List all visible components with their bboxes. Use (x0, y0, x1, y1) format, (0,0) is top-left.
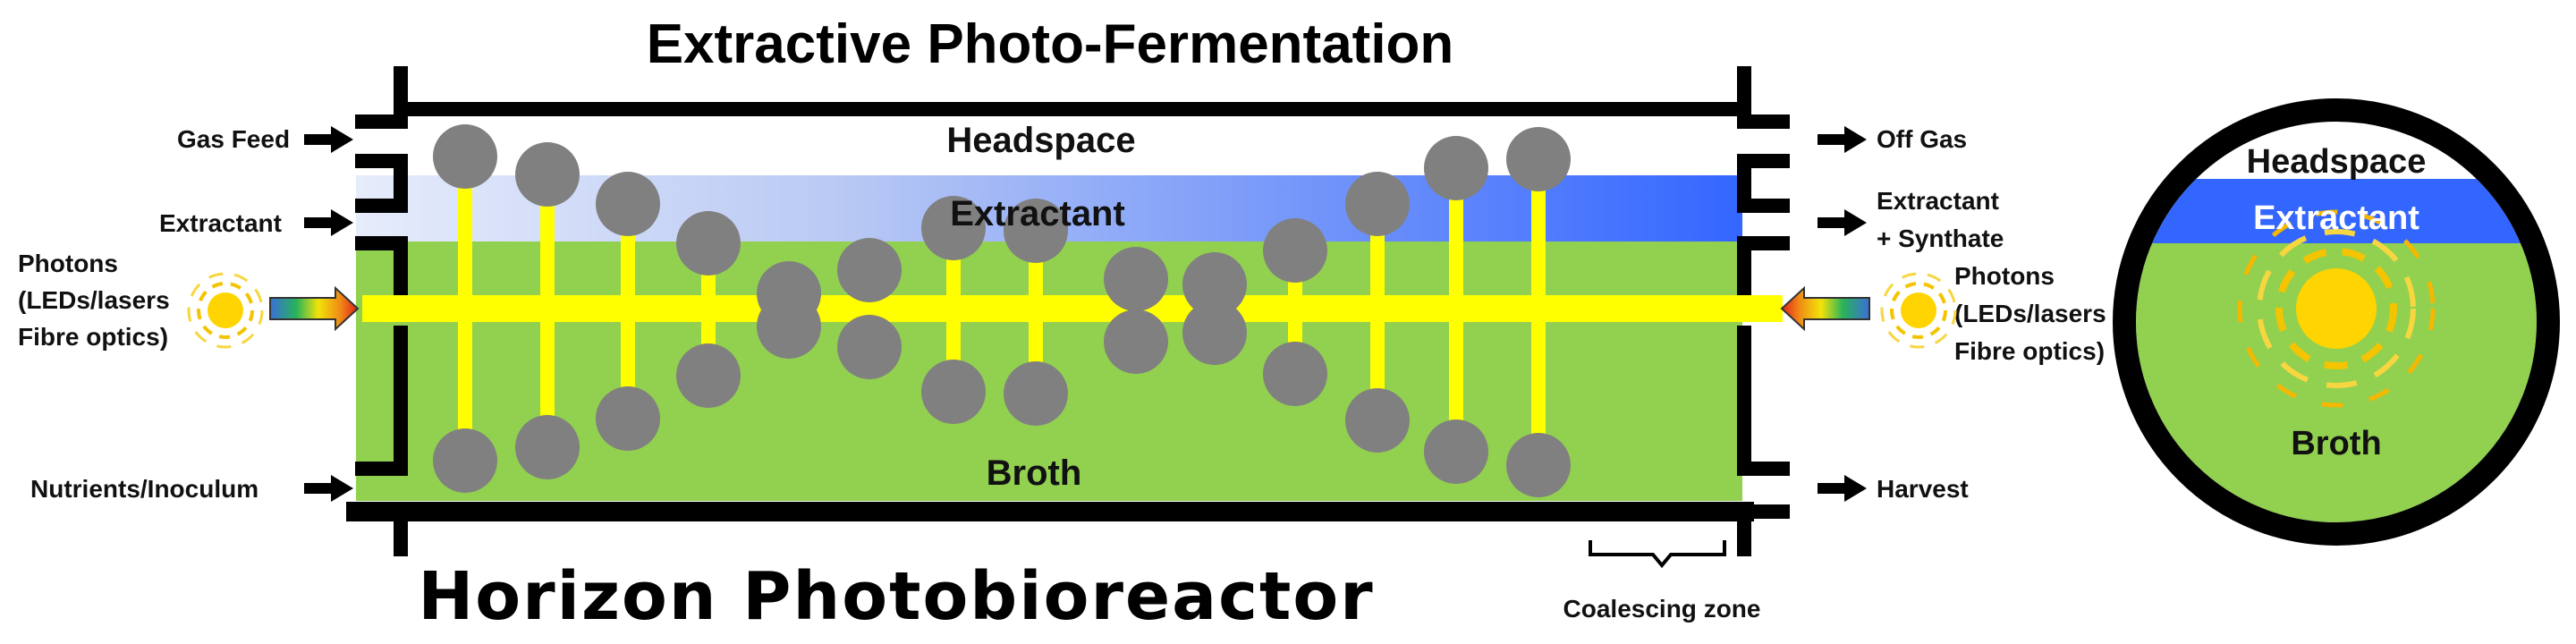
disc (676, 343, 741, 408)
extractant-label: Extractant (950, 194, 1125, 233)
input-arrows (304, 126, 353, 502)
coalescing-zone-label: Coalescing zone (1563, 595, 1761, 623)
photon-arrow-right (1780, 285, 1870, 332)
cross-section: Headspace Extractant Broth (2113, 98, 2560, 546)
disc (1182, 301, 1247, 365)
off-gas-label: Off Gas (1877, 125, 1967, 153)
disc (1263, 342, 1327, 406)
right-wall-mid2 (1737, 236, 1790, 302)
gas-feed-arrow (304, 126, 353, 153)
harvest-arrow (1818, 475, 1867, 502)
top-wall (394, 66, 1751, 116)
disc (1263, 218, 1327, 283)
off-gas-arrow (1818, 126, 1867, 153)
disc (921, 360, 986, 424)
disc (1182, 252, 1247, 317)
disc (596, 172, 660, 236)
sun-icon (2237, 209, 2436, 408)
sun-icon (1880, 272, 1957, 349)
disc (1424, 419, 1488, 484)
nutrients-arrow (304, 475, 353, 502)
vertical-light-rod (1029, 231, 1043, 394)
cross-section-extractant-label: Extractant (2253, 199, 2419, 237)
vertical-light-rod (946, 228, 961, 392)
disc (1004, 361, 1068, 426)
sun-icon (187, 272, 264, 349)
light-rod (362, 295, 1783, 322)
photons-right-line3: Fibre optics) (1954, 337, 2105, 365)
cross-section-headspace-label: Headspace (2247, 143, 2427, 181)
photons-right-line2: (LEDs/lasers (1954, 300, 2106, 327)
disc (921, 196, 986, 260)
disc (1506, 127, 1571, 191)
extractant-output-line1: Extractant (1877, 187, 1999, 215)
cross-section-broth-label: Broth (2291, 425, 2381, 462)
disc (1104, 309, 1168, 374)
disc (433, 124, 497, 189)
disc (757, 294, 821, 359)
diagram-subtitle: Horizon Photobioreactor (418, 558, 1374, 635)
left-wall-foot (355, 504, 408, 556)
right-wall-upper (1737, 102, 1790, 129)
nutrients-label: Nutrients/Inoculum (30, 475, 258, 503)
disc (1004, 199, 1068, 263)
headspace-label: Headspace (946, 121, 1135, 160)
reactor-walls (346, 66, 1790, 556)
disc (837, 238, 902, 302)
left-wall-mid2 (355, 236, 408, 302)
gas-feed-label: Gas Feed (177, 125, 290, 153)
vertical-light-rod (1449, 168, 1463, 452)
disc (515, 142, 580, 207)
disc-array (433, 124, 1571, 497)
extractant-output-line2: + Synthate (1877, 225, 2004, 252)
vertical-light-rod (1370, 204, 1385, 420)
disc (1104, 247, 1168, 311)
disc (433, 428, 497, 493)
extractant-output-arrow (1818, 209, 1867, 236)
disc (837, 315, 902, 379)
left-wall-lower (355, 326, 408, 476)
photons-left-line3: Fibre optics) (18, 323, 168, 351)
left-wall-mid1 (355, 154, 408, 213)
harvest-label: Harvest (1877, 475, 1969, 503)
vertical-light-rod (458, 157, 472, 461)
diagram-title: Extractive Photo-Fermentation (647, 13, 1454, 75)
vertical-light-rod (540, 174, 555, 447)
extractant-input-label: Extractant (159, 209, 282, 237)
output-arrows (1818, 126, 1867, 502)
right-wall-lower (1737, 326, 1790, 476)
coalescing-zone-brace (1589, 540, 1726, 569)
disc (515, 415, 580, 479)
vertical-light-rod (621, 204, 635, 419)
photons-left-line1: Photons (18, 250, 118, 277)
right-wall-foot (1737, 504, 1790, 556)
vertical-light-rod (1531, 159, 1546, 465)
right-wall-mid1 (1737, 154, 1790, 213)
photons-right-line1: Photons (1954, 262, 2055, 290)
horizontal-light-rod (362, 295, 1783, 322)
disc (676, 211, 741, 275)
extractant-input-arrow (304, 209, 353, 236)
left-wall-upper (355, 102, 408, 129)
disc (596, 386, 660, 451)
vertical-light-rod (701, 243, 716, 376)
cross-section-wall (2113, 98, 2560, 546)
disc (1424, 136, 1488, 200)
photons-left-line2: (LEDs/lasers (18, 286, 170, 314)
disc (1345, 172, 1410, 236)
photon-arrow-left (269, 285, 360, 332)
broth-label: Broth (987, 453, 1082, 493)
disc (1506, 433, 1571, 497)
disc (1345, 388, 1410, 453)
